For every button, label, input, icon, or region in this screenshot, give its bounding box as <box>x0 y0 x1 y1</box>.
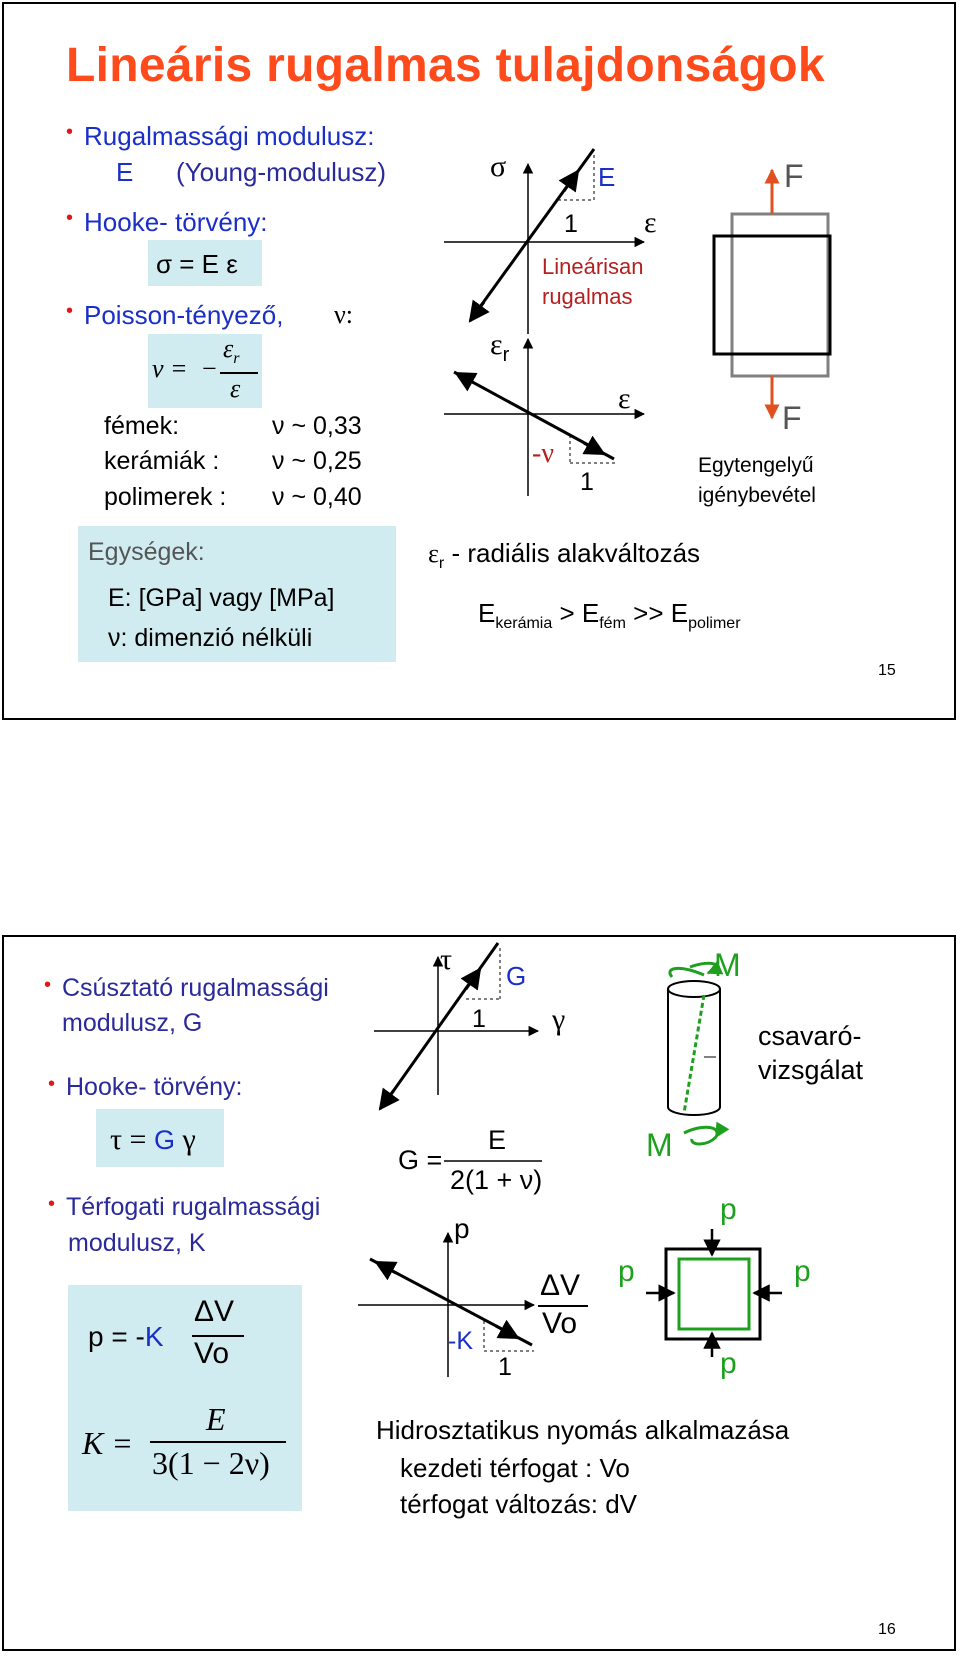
hooke-formula: σ = E ε <box>156 249 238 279</box>
young-E-symbol: E <box>116 157 134 187</box>
hydro-caption-3: térfogat változás: dV <box>400 1489 638 1519</box>
minus-K-label: -K <box>448 1327 473 1355</box>
units-nu: ν: dimenzió nélküli <box>108 624 313 652</box>
hydro-caption-2: kezdeti térfogat : Vo <box>400 1453 630 1483</box>
poisson-numerator: εr <box>223 334 240 368</box>
dV-fraction-bar <box>538 1305 588 1307</box>
bulk-Vo: Vo <box>194 1337 230 1370</box>
material-value: ν ~ 0,33 <box>272 412 362 440</box>
E-slope-label: E <box>598 162 616 192</box>
shear-modulus-label: modulusz, G <box>62 1009 203 1037</box>
poisson-denominator: ε <box>230 374 241 403</box>
material-name: fémek: <box>104 412 180 440</box>
G-formula-num: E <box>488 1125 507 1155</box>
gamma-axis-label: γ <box>552 1003 566 1036</box>
bulk-fraction-bar <box>192 1335 244 1337</box>
dV-axis-label: ΔV <box>540 1269 581 1302</box>
unit-one-shear: 1 <box>472 1005 486 1033</box>
tau-axis-label: τ <box>440 943 453 976</box>
torsion-test-label-1: csavaró- <box>758 1021 862 1051</box>
page-number: 16 <box>878 1621 896 1638</box>
epsilon-axis-label: ε <box>644 206 657 239</box>
shear-diagrams <box>358 942 782 1377</box>
units-title: Egységek: <box>88 538 205 566</box>
uniaxial-caption-1: Egytengelyű <box>698 454 814 477</box>
bulk-formula-box <box>68 1285 302 1511</box>
page-number: 15 <box>878 662 896 679</box>
bulk-modulus-label: modulusz, K <box>68 1229 206 1257</box>
linear-elastic-label-1: Lineárisan <box>542 254 644 279</box>
poisson-fraction-bar <box>220 372 258 374</box>
modulus-comparison: Ekerámia > Efém >> Epolimer <box>478 598 741 633</box>
K-formula-den: 3(1 − 2ν) <box>152 1445 270 1481</box>
pressure-bottom-label: p <box>720 1347 737 1380</box>
K-fraction-bar <box>150 1441 286 1443</box>
hooke-formula-box <box>148 240 262 286</box>
material-value: ν ~ 0,25 <box>272 447 362 475</box>
linear-elastic-label-2: rugalmas <box>542 284 633 309</box>
G-slope-label: G <box>506 961 527 991</box>
epsilon-axis-label-2: ε <box>618 382 631 415</box>
unit-one-label: 1 <box>564 210 578 238</box>
uniaxial-caption-2: igénybevétel <box>698 484 816 507</box>
shear-hooke-formula: τ = G γ <box>110 1123 196 1156</box>
pressure-top-label: p <box>720 1193 737 1226</box>
torque-bottom-label: M <box>646 1127 673 1163</box>
force-top-label: F <box>784 158 804 194</box>
material-name: kerámiák : <box>104 447 220 475</box>
pressure-right-label: p <box>794 1255 811 1288</box>
shear-hooke-box <box>96 1109 224 1167</box>
slide-15: Lineáris rugalmas tulajdonságok Rugalmas… <box>2 2 956 720</box>
torque-top-label: M <box>714 947 741 983</box>
poisson-lhs: ν = <box>152 354 188 383</box>
young-label: (Young-modulusz) <box>176 157 387 187</box>
poisson-minus: − <box>202 354 217 383</box>
pressure-left-label: p <box>618 1255 635 1288</box>
sigma-axis-label: σ <box>490 150 507 183</box>
Vo-axis-label: Vo <box>542 1307 578 1340</box>
G-formula-den: 2(1 + ν) <box>450 1165 543 1195</box>
force-bottom-label: F <box>782 400 802 436</box>
hydro-caption-1: Hidrosztatikus nyomás alkalmazása <box>376 1415 790 1445</box>
slide-16: Csúsztató rugalmassági modulusz, G Hooke… <box>2 935 956 1651</box>
minus-nu-label: -ν <box>532 438 554 469</box>
poisson-formula-box <box>148 334 262 408</box>
unit-one-label-2: 1 <box>580 468 594 496</box>
bullet-shear-modulus: Csúsztató rugalmassági <box>44 974 329 1003</box>
G-formula-lhs: G = <box>398 1145 443 1175</box>
p-axis-label: p <box>454 1213 470 1244</box>
bullet-poisson: Poisson-tényező, <box>66 300 283 331</box>
bullet-hooke-shear: Hooke- törvény: <box>48 1073 243 1102</box>
bullet-hooke: Hooke- törvény: <box>66 207 267 238</box>
poisson-nu-symbol: ν: <box>334 300 353 329</box>
K-formula-num: E <box>206 1401 226 1437</box>
unit-one-bulk: 1 <box>498 1353 512 1381</box>
radial-strain-note: εr - radiális alakváltozás <box>428 538 701 573</box>
units-E: E: [GPa] vagy [MPa] <box>108 584 335 612</box>
bulk-pressure-lhs: p = -K <box>88 1321 164 1352</box>
bulk-dV: ΔV <box>194 1295 235 1328</box>
torsion-test-label-2: vizsgálat <box>758 1055 864 1085</box>
material-value: ν ~ 0,40 <box>272 483 362 511</box>
bullet-young-modulus: Rugalmassági modulusz: <box>66 121 374 152</box>
slide-title: Lineáris rugalmas tulajdonságok <box>66 39 825 92</box>
bullet-bulk-modulus: Térfogati rugalmassági <box>48 1193 320 1222</box>
eps-r-axis-label: εr <box>490 328 510 366</box>
units-box <box>78 526 396 662</box>
stress-strain-diagram <box>444 148 832 496</box>
K-formula-lhs: K = <box>82 1425 133 1461</box>
material-name: polimerek : <box>104 483 227 511</box>
